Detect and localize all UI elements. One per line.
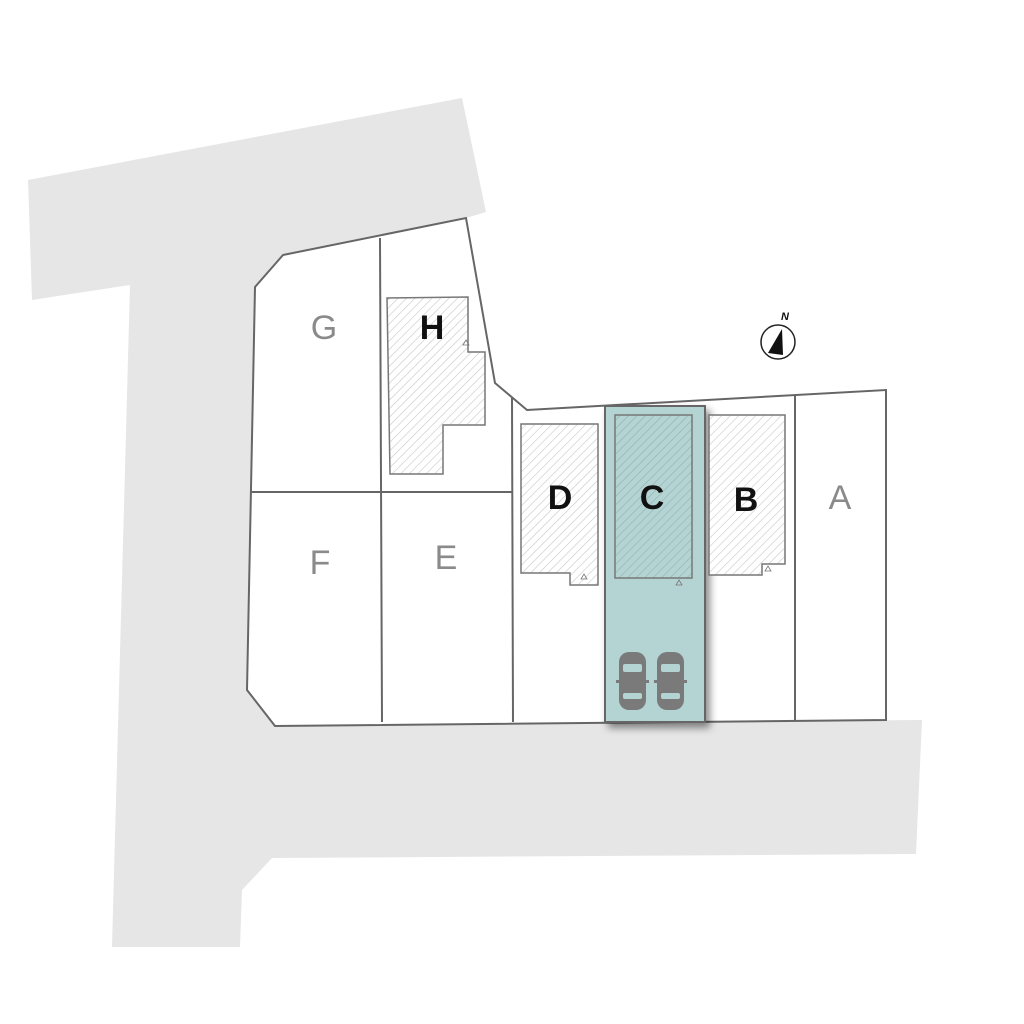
lot-line: [379, 237, 383, 723]
lot-label-f[interactable]: F: [310, 544, 331, 582]
compass-north-label: N: [781, 311, 790, 323]
house-h: [386, 296, 486, 475]
road: [28, 98, 922, 947]
north-compass-icon: [760, 324, 796, 360]
house-d: [520, 423, 599, 586]
car-icon: [654, 652, 687, 710]
car-icon: [616, 652, 649, 710]
lot-label-g[interactable]: G: [311, 309, 337, 347]
house-c: [614, 414, 693, 579]
house-b: [708, 414, 786, 576]
lot-label-h[interactable]: H: [420, 309, 445, 347]
lot-label-e[interactable]: E: [435, 539, 458, 577]
lot-label-a[interactable]: A: [829, 479, 852, 517]
lot-line: [511, 397, 514, 723]
lot-label-d[interactable]: D: [548, 479, 573, 517]
entrance-marker-icon: [462, 339, 772, 586]
lot-label-b[interactable]: B: [734, 481, 759, 519]
lot-label-c[interactable]: C: [640, 479, 665, 517]
